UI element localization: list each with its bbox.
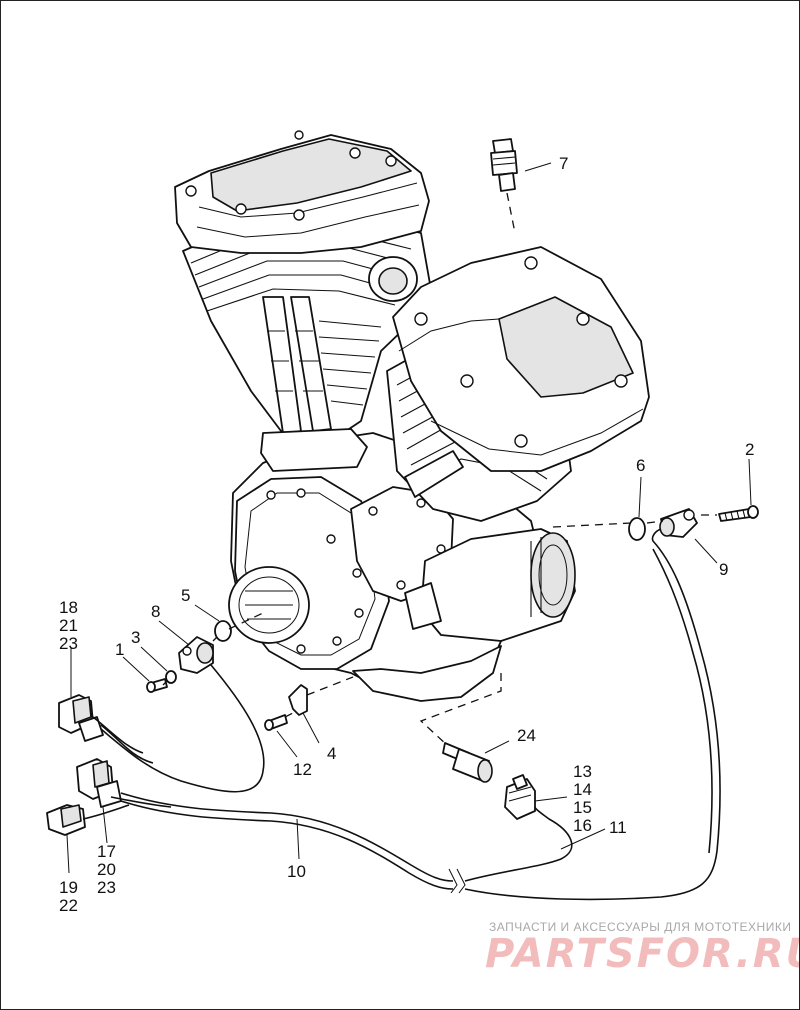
- screw-part-2: [718, 505, 759, 522]
- screw-part-1: [146, 678, 168, 693]
- washer-part-3: [165, 670, 177, 684]
- callout-6: 6: [636, 456, 645, 475]
- connector-group-18-21-23: [58, 694, 104, 742]
- callout-17: 17: [97, 842, 116, 861]
- clip-part-4: [288, 684, 308, 716]
- callout-20: 20: [97, 860, 116, 879]
- o-ring-part-6: [628, 517, 646, 541]
- sensor-assembly-parts-13-16: [504, 774, 536, 820]
- callout-16: 16: [573, 816, 592, 835]
- sensor-part-8: [178, 636, 214, 674]
- o-ring-part-5: [214, 620, 232, 642]
- callout-9: 9: [719, 560, 728, 579]
- connector-group-19-22: [46, 804, 86, 836]
- callout-8: 8: [151, 602, 160, 621]
- oil-sender-part-24: [442, 742, 493, 783]
- callout-18: 18: [59, 598, 78, 617]
- callout-1: 1: [115, 640, 124, 659]
- callout-7: 7: [559, 154, 568, 173]
- callout-24: 24: [517, 726, 536, 745]
- callout-23-top: 23: [59, 634, 78, 653]
- callout-10: 10: [287, 862, 306, 881]
- callout-4: 4: [327, 744, 336, 763]
- watermark: ЗАПЧАСТИ И АКСЕССУАРЫ ДЛЯ МОТОТЕХНИКИ PA…: [485, 920, 800, 977]
- callout-2: 2: [745, 440, 754, 459]
- callout-14: 14: [573, 780, 592, 799]
- oil-pressure-switch-part-7: [490, 138, 518, 234]
- callout-3: 3: [131, 628, 140, 647]
- watermark-logo: PARTSFOR.RU: [485, 931, 800, 977]
- callout-23-bottom: 23: [97, 878, 116, 897]
- callout-labels: 7 2 6 9 5 8 3 1 4 12 24 11 10 18 21 23 1…: [59, 154, 754, 915]
- callout-21: 21: [59, 616, 78, 635]
- callout-22: 22: [59, 896, 78, 915]
- leader-lines: [66, 162, 752, 874]
- callout-13: 13: [573, 762, 592, 781]
- callout-15: 15: [573, 798, 592, 817]
- callout-19: 19: [59, 878, 78, 897]
- connector-group-17-20-23: [76, 758, 122, 808]
- installation-lines: [162, 514, 717, 746]
- watermark-tagline: ЗАПЧАСТИ И АКСЕССУАРЫ ДЛЯ МОТОТЕХНИКИ: [489, 920, 791, 934]
- engine-assembly: [174, 130, 650, 702]
- sensor-part-9: [659, 508, 698, 538]
- callout-5: 5: [181, 586, 190, 605]
- callout-11: 11: [609, 818, 627, 837]
- screw-part-12: [264, 714, 288, 731]
- callout-12: 12: [293, 760, 312, 779]
